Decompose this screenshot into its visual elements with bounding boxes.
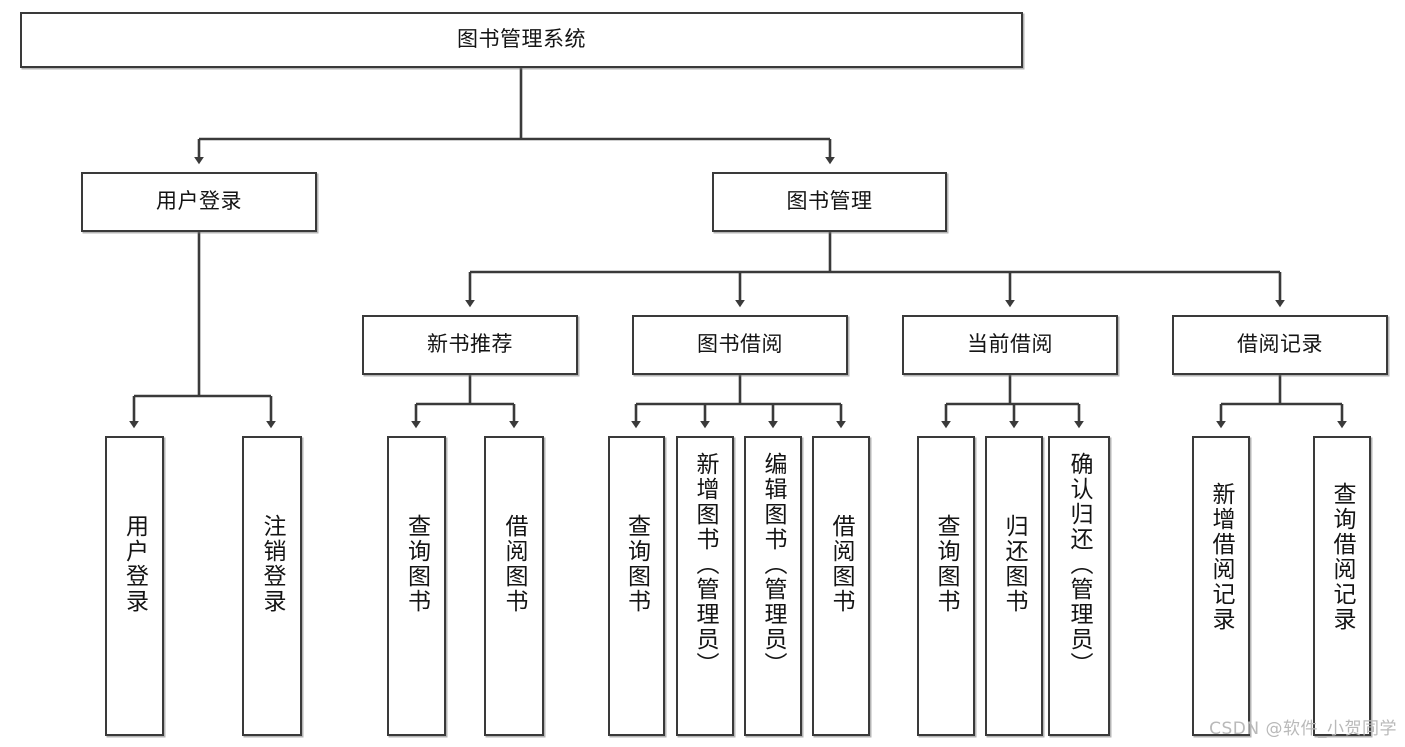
node-book-borrow[interactable]: 图书借阅 xyxy=(632,315,848,375)
node-leaf-query-record[interactable]: 查询借阅记录 xyxy=(1313,436,1371,736)
node-leaf-user-logout-label: 注销登录 xyxy=(259,514,286,614)
node-current-borrow-label: 当前借阅 xyxy=(967,332,1053,357)
node-new-book-rec-label: 新书推荐 xyxy=(427,332,513,357)
node-borrow-record[interactable]: 借阅记录 xyxy=(1172,315,1388,375)
node-leaf-query-book-1-label: 查询图书 xyxy=(403,514,430,614)
node-leaf-confirm-return-label: 确认归还（管理员） xyxy=(1066,452,1093,677)
node-leaf-add-record-label: 新增借阅记录 xyxy=(1208,482,1235,632)
node-leaf-confirm-return[interactable]: 确认归还（管理员） xyxy=(1048,436,1110,736)
node-leaf-query-book-3-label: 查询图书 xyxy=(933,514,960,614)
node-leaf-query-book-2-label: 查询图书 xyxy=(623,514,650,614)
node-book-borrow-label: 图书借阅 xyxy=(697,332,783,357)
node-leaf-return-book[interactable]: 归还图书 xyxy=(985,436,1043,736)
node-leaf-add-book-label: 新增图书（管理员） xyxy=(692,452,719,677)
node-leaf-query-book-3[interactable]: 查询图书 xyxy=(917,436,975,736)
node-leaf-borrow-book-1[interactable]: 借阅图书 xyxy=(484,436,544,736)
node-user-login[interactable]: 用户登录 xyxy=(81,172,317,232)
node-leaf-return-book-label: 归还图书 xyxy=(1001,514,1028,614)
node-leaf-query-book-1[interactable]: 查询图书 xyxy=(387,436,446,736)
node-leaf-borrow-book-1-label: 借阅图书 xyxy=(501,514,528,614)
node-borrow-record-label: 借阅记录 xyxy=(1237,332,1323,357)
node-leaf-user-login[interactable]: 用户登录 xyxy=(105,436,164,736)
node-user-login-label: 用户登录 xyxy=(156,189,242,214)
node-leaf-add-record[interactable]: 新增借阅记录 xyxy=(1192,436,1250,736)
node-book-manage[interactable]: 图书管理 xyxy=(712,172,947,232)
node-leaf-user-login-label: 用户登录 xyxy=(121,514,148,614)
node-current-borrow[interactable]: 当前借阅 xyxy=(902,315,1118,375)
node-leaf-borrow-book-2-label: 借阅图书 xyxy=(828,514,855,614)
node-leaf-query-book-2[interactable]: 查询图书 xyxy=(608,436,665,736)
node-leaf-query-record-label: 查询借阅记录 xyxy=(1329,482,1356,632)
node-leaf-user-logout[interactable]: 注销登录 xyxy=(242,436,302,736)
node-leaf-edit-book-label: 编辑图书（管理员） xyxy=(760,452,787,677)
node-book-manage-label: 图书管理 xyxy=(786,189,873,214)
node-root-label: 图书管理系统 xyxy=(457,27,586,52)
node-leaf-edit-book[interactable]: 编辑图书（管理员） xyxy=(744,436,802,736)
node-root[interactable]: 图书管理系统 xyxy=(20,12,1023,68)
node-new-book-rec[interactable]: 新书推荐 xyxy=(362,315,578,375)
node-leaf-add-book[interactable]: 新增图书（管理员） xyxy=(676,436,734,736)
csdn-watermark: CSDN @软件_小贺同学 xyxy=(1209,719,1397,739)
node-leaf-borrow-book-2[interactable]: 借阅图书 xyxy=(812,436,870,736)
